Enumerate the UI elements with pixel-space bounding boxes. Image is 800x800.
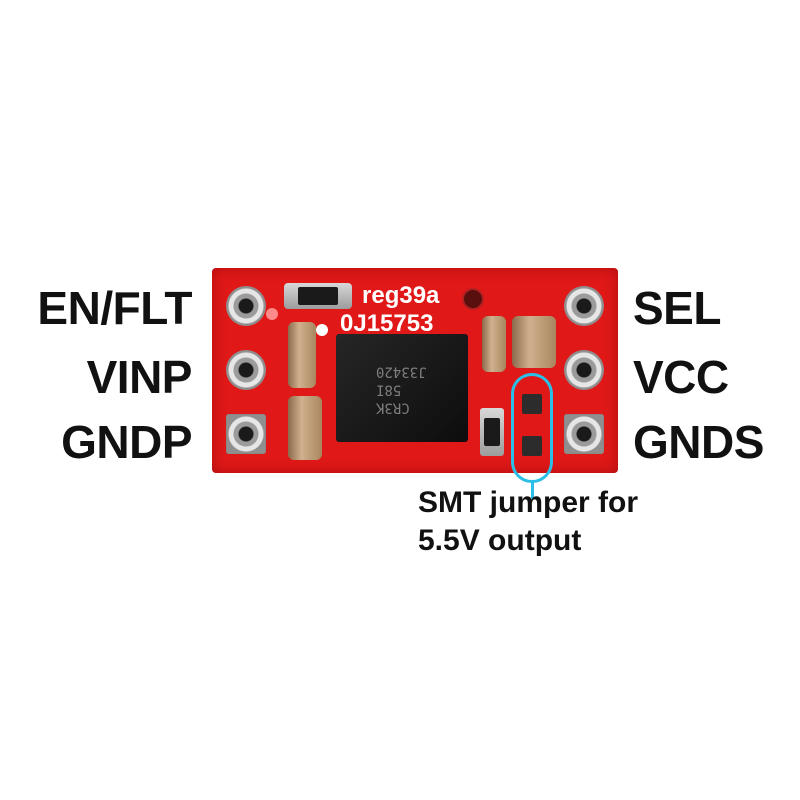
jumper-highlight-ring — [511, 373, 553, 483]
chip-marking-2: 58I — [376, 381, 402, 398]
pin-label-sel: SEL — [633, 282, 721, 334]
smt-jumper-pad-bottom — [522, 436, 542, 456]
pin-label-vinp: VINP — [86, 351, 193, 403]
pin-label-en-flt: EN/FLT — [37, 282, 192, 334]
pin-label-gnds: GNDS — [633, 416, 764, 468]
via-hole — [464, 290, 482, 308]
via-small — [266, 308, 278, 320]
input-capacitor-large — [288, 396, 322, 460]
silkscreen-id: 0J15753 — [340, 310, 434, 337]
pad-sel — [564, 286, 604, 326]
regulator-ic: J33420 58I CR3K — [336, 334, 468, 442]
resistor-small — [484, 418, 500, 446]
pin1-marker — [316, 324, 328, 336]
smt-jumper-pad-top — [522, 394, 542, 414]
annotation-line-2: 5.5V output — [418, 524, 582, 557]
chip-marking-1: J33420 — [376, 363, 427, 380]
input-capacitor-small — [288, 322, 316, 388]
output-capacitor-large — [512, 316, 556, 368]
pin-label-vcc: VCC — [633, 351, 729, 403]
silkscreen-name: reg39a — [362, 282, 440, 309]
regulator-board: reg39a 0J15753 J33420 58I CR3K — [212, 268, 618, 473]
pad-vcc — [564, 350, 604, 390]
pin-label-gndp: GNDP — [61, 416, 192, 468]
pad-gndp — [226, 414, 266, 454]
jumper-leader-line — [531, 481, 534, 499]
pad-vinp — [226, 350, 266, 390]
pad-gnds — [564, 414, 604, 454]
output-capacitor-small — [482, 316, 506, 372]
pad-en-flt — [226, 286, 266, 326]
annotation-line-1: SMT jumper for — [418, 486, 639, 519]
chip-marking-3: CR3K — [376, 399, 410, 416]
top-resistor — [298, 287, 338, 305]
